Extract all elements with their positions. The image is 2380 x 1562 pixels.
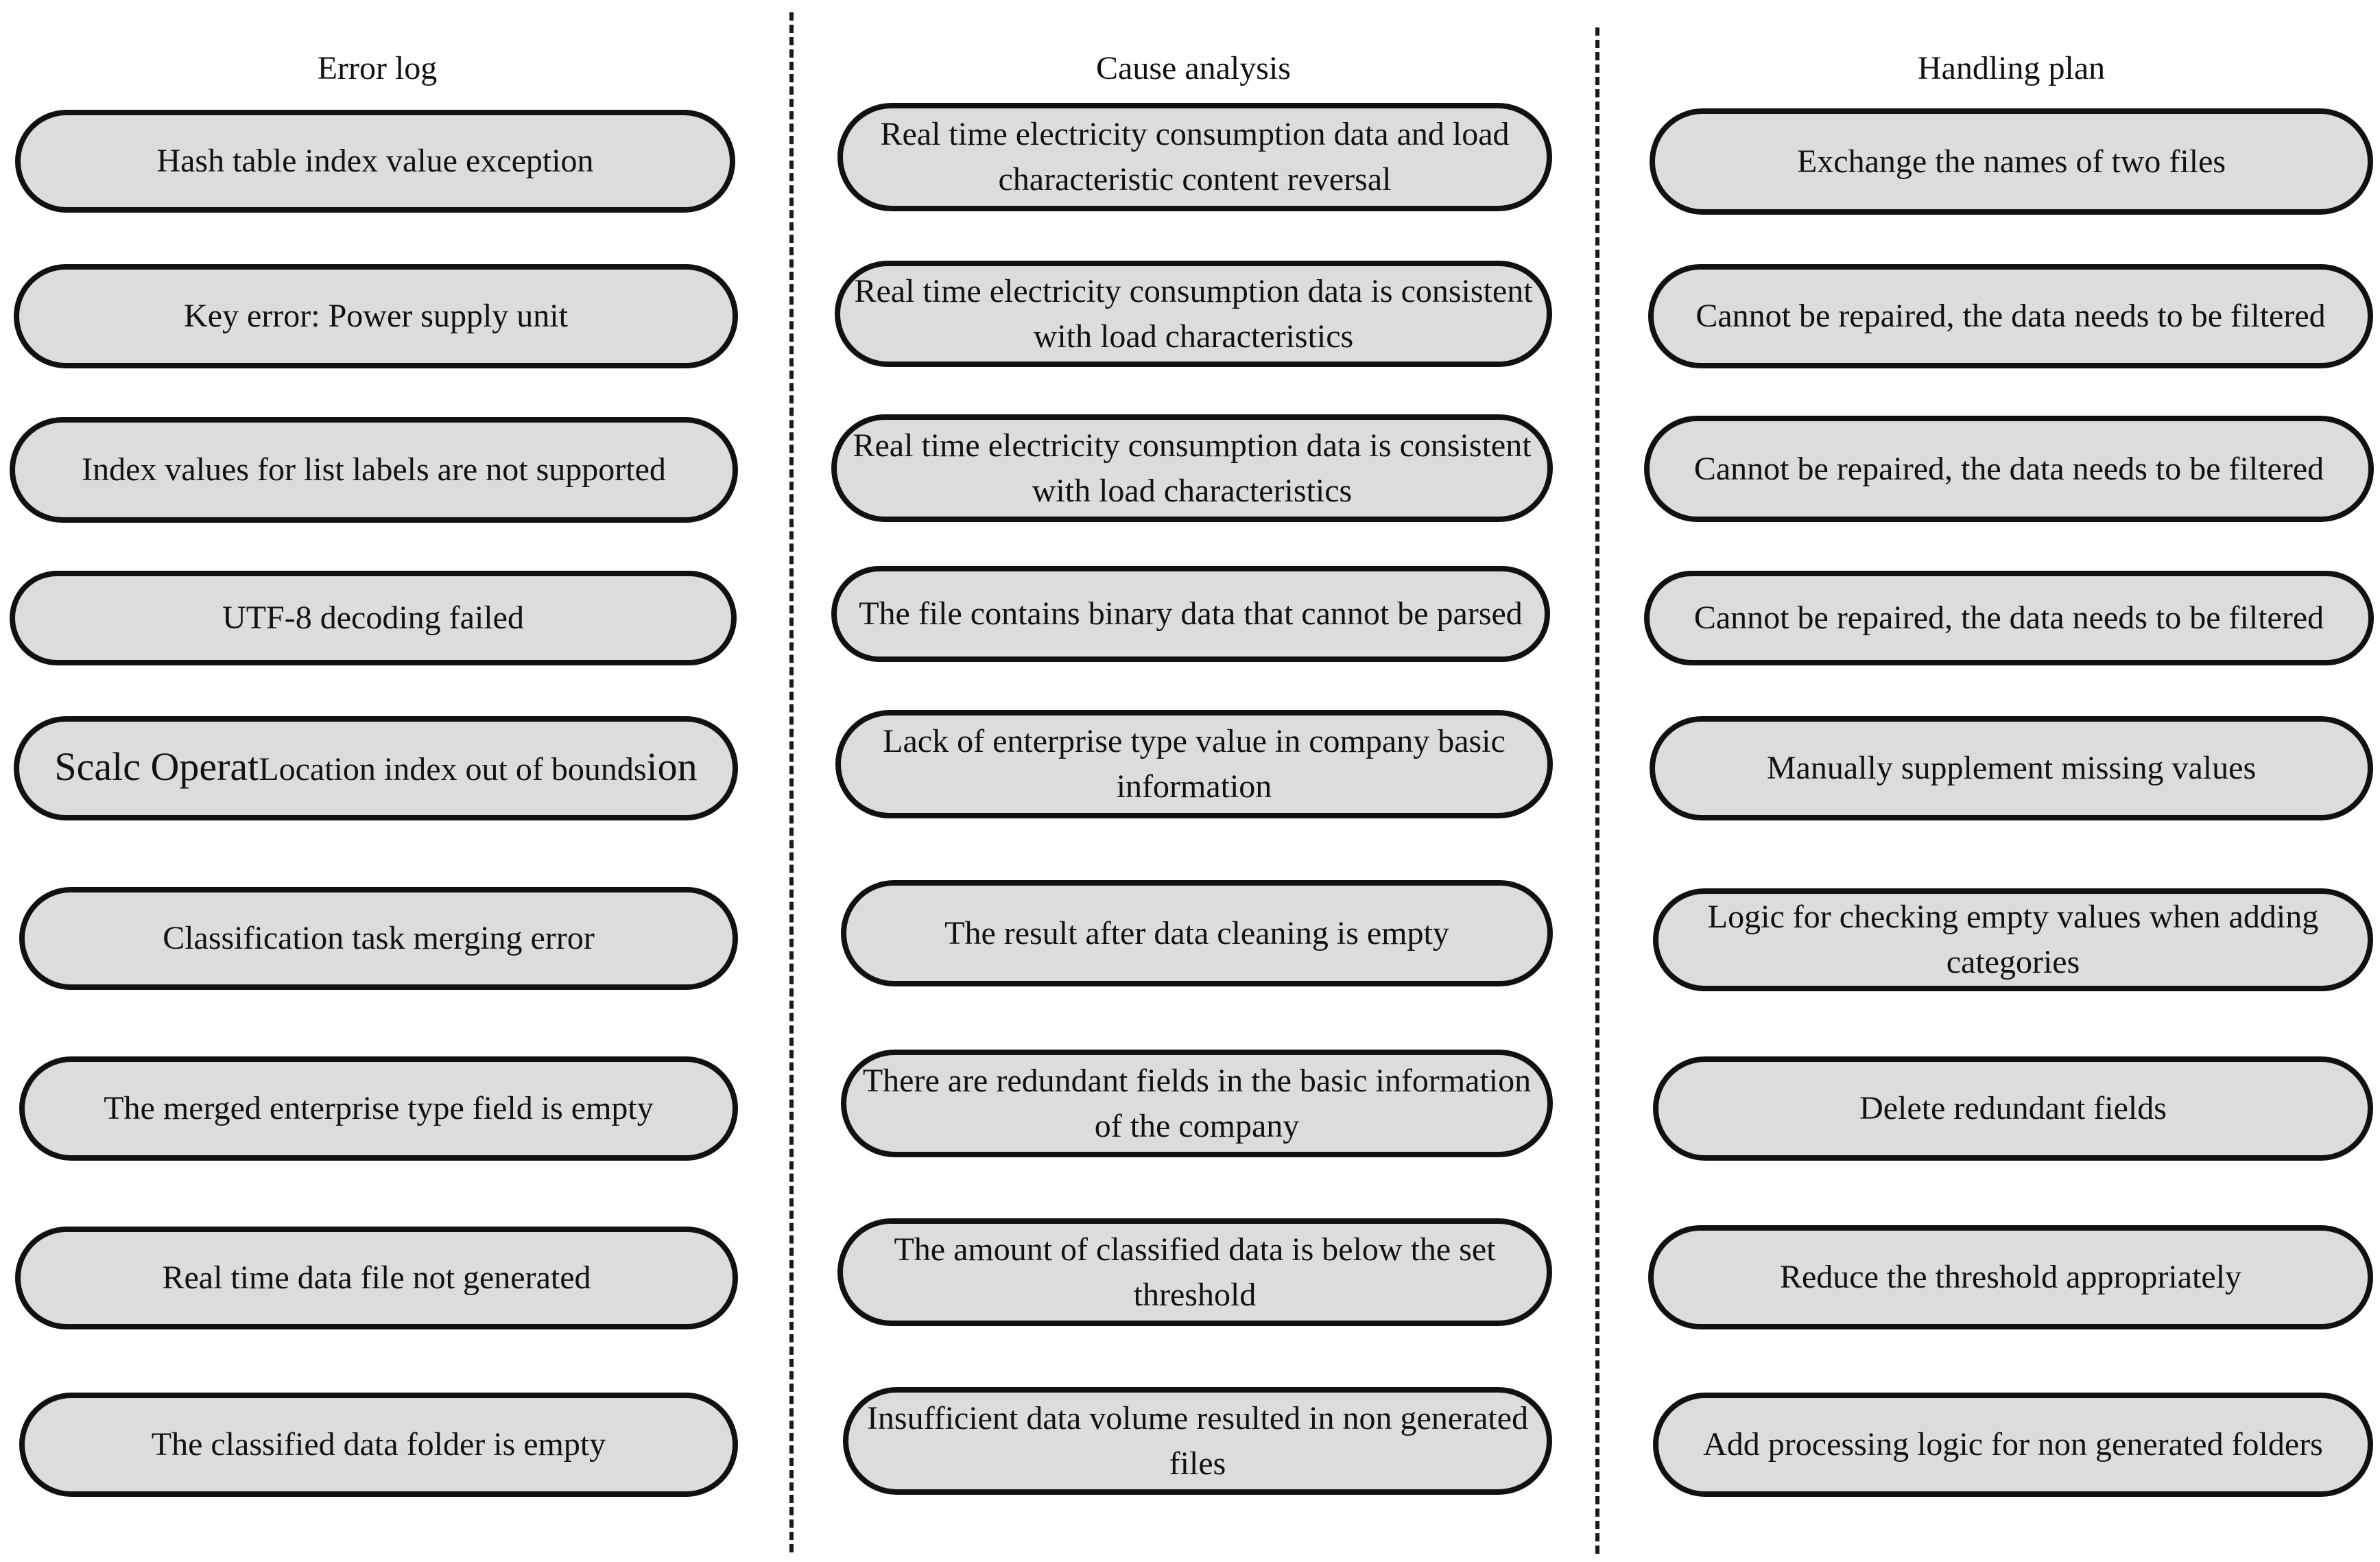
cause-analysis-item-text: The amount of classified data is below t…	[894, 1231, 1496, 1313]
cause-analysis-item: Real time electricity consumption data i…	[835, 261, 1552, 367]
handling-plan-item-text: Delete redundant fields	[1859, 1090, 2167, 1126]
error-log-item: Hash table index value exception	[15, 110, 735, 213]
cause-analysis-item: Lack of enterprise type value in company…	[835, 710, 1553, 818]
cause-analysis-item: The result after data cleaning is empty	[841, 880, 1553, 986]
cause-analysis-item-text: Real time electricity consumption data i…	[853, 427, 1532, 509]
header-error-log: Error log	[317, 50, 438, 86]
header-handling-plan: Handling plan	[1917, 50, 2106, 86]
cause-analysis-item: There are redundant fields in the basic …	[841, 1050, 1553, 1157]
cause-analysis-item-text: Real time electricity consumption data a…	[880, 116, 1510, 198]
handling-plan-item: Cannot be repaired, the data needs to be…	[1644, 571, 2374, 665]
handling-plan-item: Cannot be repaired, the data needs to be…	[1648, 264, 2373, 368]
error-log-item-text: Location index out of bounds	[259, 751, 647, 788]
handling-plan-item: Manually supplement missing values	[1650, 716, 2373, 820]
handling-plan-item-text: Cannot be repaired, the data needs to be…	[1693, 600, 2324, 636]
error-log-item: Classification task merging error	[19, 887, 738, 990]
handling-plan-item-text: Add processing logic for non generated f…	[1703, 1426, 2323, 1463]
cause-analysis-item-text: The file contains binary data that canno…	[859, 595, 1523, 632]
cause-analysis-item-text: There are redundant fields in the basic …	[862, 1062, 1532, 1144]
cause-analysis-item-text: Real time electricity consumption data i…	[854, 272, 1533, 355]
cause-analysis-item: Real time electricity consumption data a…	[837, 103, 1552, 211]
cause-analysis-item: The file contains binary data that canno…	[831, 566, 1550, 662]
handling-plan-item-text: Manually supplement missing values	[1766, 750, 2257, 786]
error-log-item-text: Real time data file not generated	[162, 1259, 591, 1296]
handling-plan-item-text: Logic for checking empty values when add…	[1707, 899, 2319, 980]
error-log-item-text: The merged enterprise type field is empt…	[104, 1090, 654, 1126]
overlapping-prefix-text: Scalc Operat	[54, 744, 259, 789]
handling-plan-item: Reduce the threshold appropriately	[1648, 1225, 2373, 1329]
handling-plan-item-text: Reduce the threshold appropriately	[1779, 1259, 2242, 1295]
cause-analysis-item: The amount of classified data is below t…	[837, 1218, 1552, 1326]
error-log-item-text: The classified data folder is empty	[151, 1426, 606, 1463]
cause-analysis-item-text: Insufficient data volume resulted in non…	[866, 1399, 1529, 1482]
error-log-item-text: UTF-8 decoding failed	[222, 600, 524, 636]
column-divider-left	[789, 12, 794, 1552]
error-log-item: The classified data folder is empty	[19, 1393, 738, 1497]
handling-plan-item-text: Exchange the names of two files	[1796, 143, 2226, 180]
error-log-item: Scalc OperatLocation index out of bounds…	[14, 716, 738, 820]
error-log-item: UTF-8 decoding failed	[10, 571, 737, 665]
error-log-item: Index values for list labels are not sup…	[10, 417, 738, 523]
handling-plan-item: Exchange the names of two files	[1650, 108, 2373, 215]
error-log-item: Key error: Power supply unit	[14, 264, 738, 368]
handling-plan-item: Add processing logic for non generated f…	[1653, 1393, 2373, 1497]
error-log-item-text: Key error: Power supply unit	[184, 298, 568, 334]
cause-analysis-item: Real time electricity consumption data i…	[831, 414, 1553, 522]
cause-analysis-item-text: The result after data cleaning is empty	[944, 914, 1449, 951]
error-log-item: The merged enterprise type field is empt…	[19, 1056, 738, 1161]
error-log-item-text: Classification task merging error	[163, 920, 595, 956]
handling-plan-item: Delete redundant fields	[1653, 1056, 2373, 1161]
cause-analysis-item-text: Lack of enterprise type value in company…	[883, 723, 1506, 805]
cause-analysis-item: Insufficient data volume resulted in non…	[843, 1387, 1552, 1495]
handling-plan-item: Cannot be repaired, the data needs to be…	[1644, 416, 2374, 522]
error-log-item-text: Hash table index value exception	[156, 143, 594, 179]
overlapping-suffix-text: ion	[646, 744, 698, 789]
error-log-item: Real time data file not generated	[15, 1227, 738, 1329]
error-log-item-text-overlap: Scalc OperatLocation index out of bounds…	[54, 744, 697, 792]
handling-plan-item-text: Cannot be repaired, the data needs to be…	[1695, 298, 2326, 334]
handling-plan-item-text: Cannot be repaired, the data needs to be…	[1693, 450, 2324, 487]
header-cause-analysis: Cause analysis	[1096, 50, 1291, 86]
handling-plan-item: Logic for checking empty values when add…	[1653, 888, 2373, 991]
column-divider-right	[1595, 27, 1599, 1554]
error-log-item-text: Index values for list labels are not sup…	[82, 451, 666, 488]
